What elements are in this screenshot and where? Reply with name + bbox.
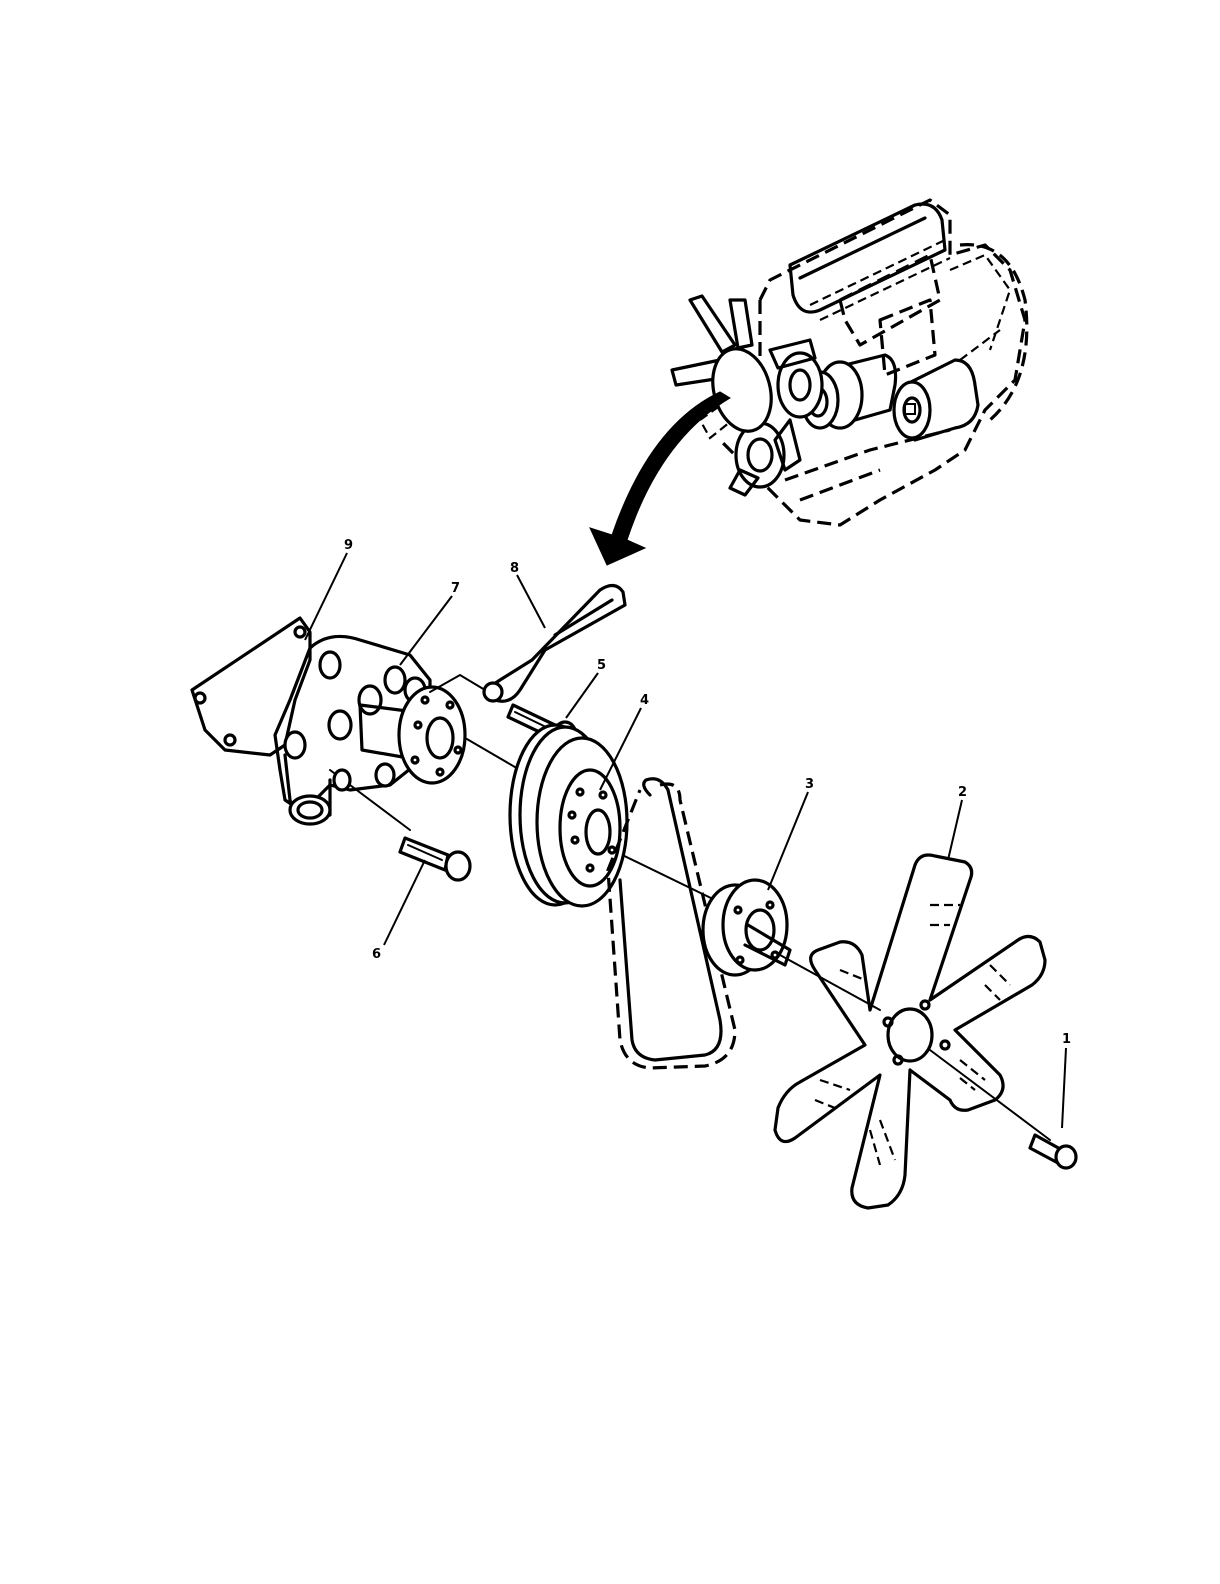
location-arrow bbox=[590, 392, 730, 565]
callout-7: 7 bbox=[451, 581, 460, 596]
callout-8: 8 bbox=[510, 561, 519, 576]
alternator bbox=[894, 360, 978, 440]
engine-location-view bbox=[672, 200, 1027, 525]
assembly-axis bbox=[330, 735, 1050, 1140]
callout-2: 2 bbox=[958, 785, 967, 800]
callout-1: 1 bbox=[1062, 1032, 1071, 1047]
callout-5: 5 bbox=[597, 658, 606, 673]
fan bbox=[775, 855, 1045, 1208]
callout-4: 4 bbox=[640, 693, 649, 708]
capscrew-6 bbox=[400, 838, 470, 880]
adjusting-bracket bbox=[430, 585, 625, 701]
callout-leaders bbox=[305, 553, 1066, 1128]
water-pump bbox=[275, 636, 465, 824]
capscrew-1 bbox=[1030, 1135, 1076, 1168]
callout-6: 6 bbox=[372, 947, 381, 962]
callout-3: 3 bbox=[805, 777, 814, 792]
callout-9: 9 bbox=[344, 538, 353, 553]
fan-spacer bbox=[703, 880, 790, 975]
